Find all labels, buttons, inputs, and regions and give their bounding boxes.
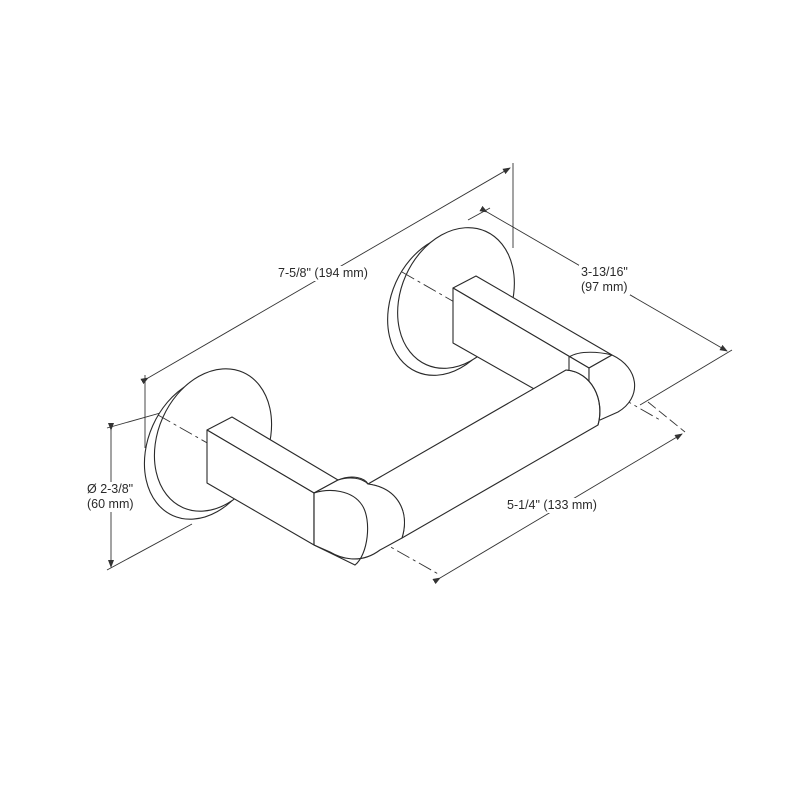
roller-length-text: 5-1/4" (133 mm) xyxy=(507,498,597,512)
overall-width-label: 7-5/8" (194 mm) xyxy=(276,266,370,281)
left-arm xyxy=(206,416,405,566)
projection-imperial: 3-13/16" xyxy=(581,265,628,279)
roller-length-label: 5-1/4" (133 mm) xyxy=(505,498,599,513)
diameter-imperial: Ø 2-3/8" xyxy=(87,482,134,496)
projection-metric: (97 mm) xyxy=(581,280,628,294)
overall-width-text: 7-5/8" (194 mm) xyxy=(278,266,368,280)
projection-label: 3-13/16" (97 mm) xyxy=(579,265,630,295)
diameter-label: Ø 2-3/8" (60 mm) xyxy=(85,482,136,512)
diameter-metric: (60 mm) xyxy=(87,497,134,511)
